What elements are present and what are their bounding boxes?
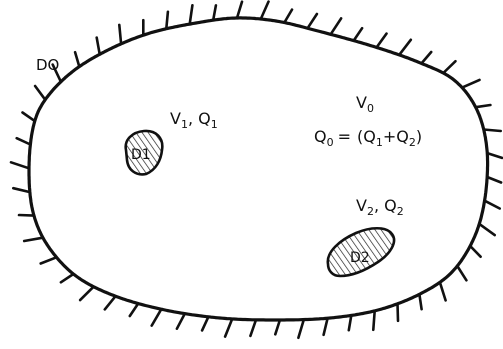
d2-v-subscript: 2 (367, 205, 374, 218)
d1-comma: , (188, 109, 198, 128)
boundary-tick (190, 5, 193, 24)
boundary-tick (440, 282, 446, 300)
boundary-tick (457, 266, 466, 280)
d0-plus-q: +Q (383, 127, 409, 146)
boundary-tick (284, 10, 292, 23)
d0-q-symbol: Q (314, 127, 327, 146)
boundary-tick (11, 162, 29, 168)
boundary-tick (119, 25, 121, 44)
boundary-tick (80, 287, 94, 300)
d1-v-symbol: V (170, 109, 181, 128)
boundary-tick (349, 315, 352, 330)
boundary-tick (479, 224, 494, 235)
boundary-tick (35, 86, 45, 100)
boundary-tick (354, 28, 362, 40)
boundary-tick (377, 34, 387, 48)
d1-q-symbol: Q (198, 109, 211, 128)
boundary-tick (202, 317, 208, 331)
boundary-tick (443, 61, 455, 73)
region-d0-potential: V0 (356, 93, 374, 115)
d0-paren-close: ) (416, 127, 422, 146)
d0-q-subscript: 0 (327, 136, 334, 149)
boundary-tick (373, 311, 374, 330)
outer-boundary-d0 (29, 18, 488, 320)
boundary-tick (331, 18, 341, 34)
d1-v-subscript: 1 (181, 118, 188, 131)
boundary-tick (152, 309, 162, 325)
boundary-tick (23, 113, 35, 122)
boundary-tick (105, 296, 116, 309)
boundary-tick (213, 5, 216, 20)
region-d2-label: D2 (350, 250, 370, 266)
boundary-tick (398, 304, 399, 321)
boundary-tick (41, 257, 57, 263)
boundary-tick (476, 105, 491, 107)
boundary-hatch-ticks (11, 2, 502, 338)
boundary-tick (324, 318, 328, 335)
d1-q-subscript: 1 (211, 118, 218, 131)
boundary-tick (485, 201, 500, 209)
region-d1-values: V1, Q1 (170, 109, 218, 131)
boundary-tick (130, 304, 138, 317)
boundary-tick (24, 238, 43, 241)
boundary-tick (97, 38, 100, 55)
boundary-tick (298, 320, 303, 338)
d0-paren-q: (Q (357, 127, 376, 146)
d0-q1-subscript: 1 (376, 136, 383, 149)
boundary-tick (484, 130, 501, 132)
boundary-tick (487, 177, 501, 183)
region-d0-charge-equation: Q0 = (Q1+Q2) (314, 127, 422, 149)
boundary-tick (422, 52, 432, 63)
boundary-tick (17, 138, 31, 144)
boundary-tick (261, 2, 269, 19)
boundary-tick (250, 320, 256, 336)
d2-q-symbol: Q (384, 196, 397, 215)
boundary-tick (399, 40, 411, 55)
d0-v-subscript: 0 (367, 102, 374, 115)
boundary-tick (275, 320, 280, 334)
region-d1-label: D1 (131, 147, 151, 163)
d0-equals: = (338, 127, 351, 146)
boundary-tick (61, 274, 74, 282)
d0-q2-subscript: 2 (409, 136, 416, 149)
boundary-tick (225, 319, 232, 337)
boundary-tick (462, 80, 479, 88)
d0-v-symbol: V (356, 93, 367, 112)
d2-q-subscript: 2 (397, 205, 404, 218)
outer-region-label: DO (36, 56, 59, 74)
boundary-tick (419, 294, 421, 309)
boundary-tick (487, 153, 502, 158)
boundary-tick (166, 12, 168, 29)
boundary-tick (177, 314, 185, 329)
d2-comma: , (374, 196, 384, 215)
boundary-tick (237, 2, 242, 18)
boundary-tick (19, 215, 34, 216)
boundary-tick (75, 52, 79, 66)
boundary-tick (470, 246, 480, 257)
boundary-tick (13, 188, 30, 192)
region-d2-values: V2, Q2 (356, 196, 404, 218)
boundary-tick (308, 14, 317, 28)
d2-v-symbol: V (356, 196, 367, 215)
